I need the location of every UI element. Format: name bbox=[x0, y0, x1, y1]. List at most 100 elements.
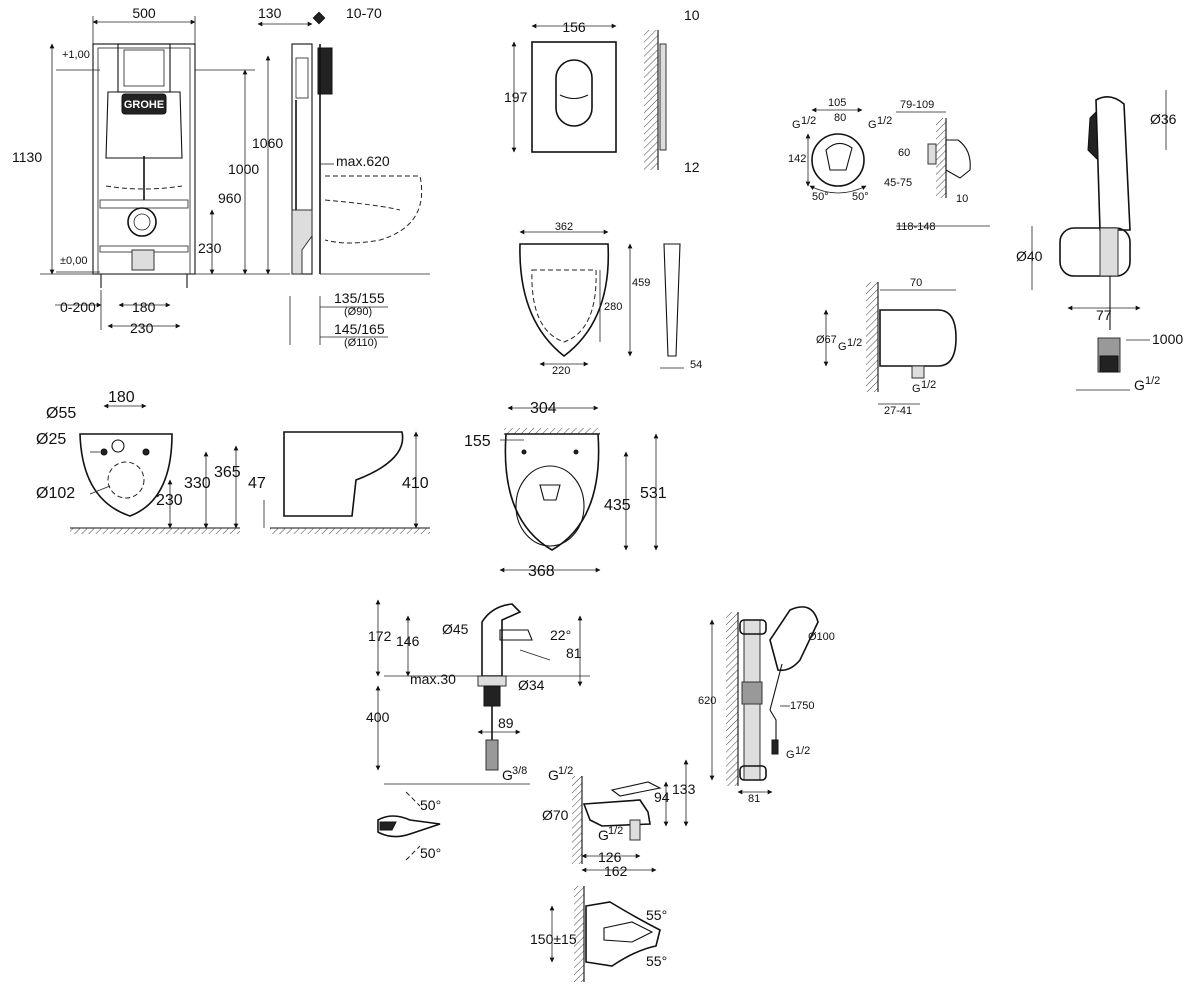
wall-outlet-view: 70 Ø67 G 1/2 G 1/2 27-41 bbox=[816, 277, 957, 417]
sr-hose-label: 1750 bbox=[790, 700, 814, 712]
sr-d100-label: Ø100 bbox=[808, 631, 835, 643]
hygienic-mixer-view: 105 80 G 1/2 G 1/2 142 50° 50° 79-109 60… bbox=[788, 97, 990, 233]
bowl-d25-label: Ø25 bbox=[36, 431, 66, 448]
top-h531-label: 531 bbox=[640, 485, 667, 502]
hand-shower-view: Ø36 Ø40 77 1000 G 1/2 bbox=[1016, 90, 1183, 393]
hm-w10-label: 10 bbox=[956, 193, 968, 205]
hm-r45-label: 45-75 bbox=[884, 177, 912, 189]
bm-a22-label: 22° bbox=[550, 627, 571, 643]
sr-w81-label: 81 bbox=[748, 793, 760, 805]
frame-bottom-180-label: 180 bbox=[132, 299, 156, 315]
wo-w70-label: 70 bbox=[910, 277, 922, 289]
seat-thickness-label: 54 bbox=[690, 359, 702, 371]
side-depth-label: 130 bbox=[258, 5, 282, 21]
hs-d40-label: Ø40 bbox=[1016, 248, 1043, 264]
bm-d45-label: Ø45 bbox=[442, 621, 469, 637]
frame-side-view: 130 10-70 1060 max.620 135/155 (Ø90) 145… bbox=[252, 5, 430, 349]
frame-height-label: 1130 bbox=[12, 149, 42, 165]
bx-frac-a-label: 1/2 bbox=[558, 765, 573, 777]
bowl-top-view: 304 155 368 435 531 bbox=[464, 400, 667, 580]
hm-frac-a-label: 1/2 bbox=[801, 115, 816, 127]
hs-w77-label: 77 bbox=[1096, 307, 1112, 323]
side-max620-label: max.620 bbox=[336, 153, 390, 169]
wo-frac-b-label: 1/2 bbox=[921, 379, 936, 391]
hm-r118-label: 118-148 bbox=[896, 221, 936, 233]
frame-h1000-label: 1000 bbox=[228, 161, 259, 177]
seat-view: 362 459 280 220 54 bbox=[519, 221, 702, 377]
bowl-d102-label: Ø102 bbox=[36, 485, 75, 502]
bx-h150-label: 150±15 bbox=[530, 931, 577, 947]
flush-plate-view: 156 197 10 12 bbox=[504, 7, 700, 175]
hm-r79-label: 79-109 bbox=[900, 99, 934, 111]
side-h47-label: 47 bbox=[248, 475, 266, 492]
sr-h620-label: 620 bbox=[698, 695, 716, 707]
bx-g-b-label: G bbox=[598, 827, 609, 843]
bx-h133-label: 133 bbox=[672, 781, 696, 797]
wo-frac-a-label: 1/2 bbox=[847, 337, 862, 349]
side-h1060-label: 1060 bbox=[252, 135, 283, 151]
bm-h81-label: 81 bbox=[566, 645, 582, 661]
bm-d34-label: Ø34 bbox=[518, 677, 545, 693]
hm-w80-label: 80 bbox=[834, 112, 846, 124]
bx-h94-label: 94 bbox=[654, 789, 670, 805]
plate-depth2-label: 12 bbox=[684, 159, 700, 175]
sr-g-label: G bbox=[786, 749, 795, 761]
bx-frac-b-label: 1/2 bbox=[608, 825, 623, 837]
side-h410-label: 410 bbox=[402, 475, 429, 492]
bm-h400-label: 400 bbox=[366, 709, 390, 725]
hs-frac-label: 1/2 bbox=[1145, 375, 1160, 387]
plate-depth-label: 10 bbox=[684, 7, 700, 23]
bm-w89-label: 89 bbox=[498, 715, 514, 731]
brand-logo bbox=[121, 93, 167, 115]
seat-bottom-label: 220 bbox=[552, 365, 570, 377]
bm-a50b-label: 50° bbox=[420, 845, 441, 861]
wo-d67-label: Ø67 bbox=[816, 334, 837, 346]
bx-w126-label: 126 bbox=[598, 849, 622, 865]
hm-a50a-label: 50° bbox=[812, 191, 829, 203]
hm-h142-label: 142 bbox=[788, 153, 806, 165]
frame-bottom-range-label: 0-200 bbox=[60, 299, 96, 315]
bowl-h330-label: 330 bbox=[184, 475, 211, 492]
bowl-front-view: Ø55 Ø25 Ø102 180 230 330 365 bbox=[36, 389, 241, 534]
bx-a55b-label: 55° bbox=[646, 953, 667, 969]
side-d90-label: (Ø90) bbox=[344, 306, 372, 318]
bx-a55a-label: 55° bbox=[646, 907, 667, 923]
side-d135-label: 135/155 bbox=[334, 290, 385, 306]
hs-hose-label: 1000 bbox=[1152, 331, 1183, 347]
top-w368-label: 368 bbox=[528, 563, 555, 580]
bowl-h365-label: 365 bbox=[214, 464, 241, 481]
shower-rail-view: 620 Ø100 1750 G 1/2 81 bbox=[698, 606, 835, 805]
top-w304-label: 304 bbox=[530, 400, 557, 417]
hm-w105-label: 105 bbox=[828, 97, 846, 109]
bm-h146-label: 146 bbox=[396, 633, 420, 649]
level-plus-label: +1,00 bbox=[62, 49, 90, 61]
wo-g-a-label: G bbox=[838, 341, 847, 353]
brand-label: GROHE bbox=[124, 99, 164, 111]
frame-h230-label: 230 bbox=[198, 240, 222, 256]
wo-r27-label: 27-41 bbox=[884, 405, 912, 417]
seat-inner-label: 280 bbox=[604, 301, 622, 313]
side-d145-label: 145/165 bbox=[334, 321, 385, 337]
bowl-w180-label: 180 bbox=[108, 389, 135, 406]
bm-a50a-label: 50° bbox=[420, 797, 441, 813]
plate-width-label: 156 bbox=[562, 19, 586, 35]
hm-frac-b-label: 1/2 bbox=[877, 115, 892, 127]
seat-width-label: 362 bbox=[555, 221, 573, 233]
frame-bottom-230-label: 230 bbox=[130, 320, 154, 336]
wo-g-b-label: G bbox=[912, 383, 921, 395]
bm-max30-label: max.30 bbox=[410, 671, 456, 687]
bath-mixer-view: G 1/2 Ø70 G 1/2 94 133 126 162 150±15 55… bbox=[530, 759, 696, 982]
side-d110-label: (Ø110) bbox=[344, 337, 377, 349]
frame-width-label: 500 bbox=[132, 5, 156, 21]
seat-length-label: 459 bbox=[632, 277, 650, 289]
bowl-h230-label: 230 bbox=[156, 492, 183, 509]
bx-w162-label: 162 bbox=[604, 863, 628, 879]
side-depth-range-label: 10-70 bbox=[346, 5, 382, 21]
top-h435-label: 435 bbox=[604, 497, 631, 514]
level-zero-label: ±0,00 bbox=[60, 255, 87, 267]
frame-front-view: GROHE 500 1130 +1,00 ±0,00 230 1000 960 … bbox=[12, 5, 290, 336]
bm-frac-label: 3/8 bbox=[512, 765, 527, 777]
hm-g-a-label: G bbox=[792, 119, 801, 131]
hm-h60-label: 60 bbox=[898, 147, 910, 159]
